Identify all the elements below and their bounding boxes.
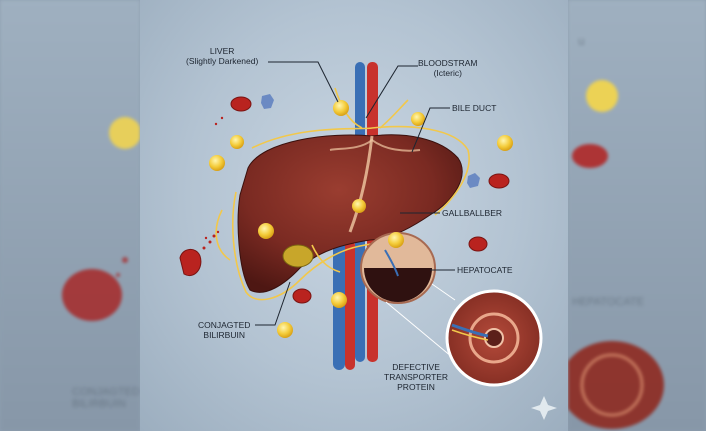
blurred-background-right: u HEPATOCATE — [568, 0, 706, 431]
red-blood-cell-icon — [572, 144, 608, 168]
transporter-channel — [451, 323, 489, 338]
label-bloodstream-line2: (Icteric) — [433, 68, 462, 78]
red-blood-cell-icon — [292, 288, 312, 304]
bilirubin-molecule-icon — [352, 199, 366, 213]
label-hepatocyte: HEPATOCATE — [457, 265, 513, 275]
bilirubin-molecules — [209, 100, 513, 338]
bilirubin-molecule-icon — [209, 155, 225, 171]
label-conjugated-line2: BILIRBUIN — [203, 330, 245, 340]
ruptured-red-blood-cell — [179, 249, 202, 276]
cell-fragment — [261, 94, 274, 109]
conjugated-leader — [255, 281, 291, 326]
label-transporter-line1: DEFECTIVE — [392, 362, 440, 372]
liver-ligament — [348, 135, 374, 233]
hepatic-artery — [345, 240, 355, 370]
bilirubin-molecule-icon — [230, 135, 244, 149]
label-conjugated-bilirubin: CONJAGTED BILIRBUIN — [198, 320, 250, 340]
transporter-zoom-inset — [445, 289, 543, 387]
bilirubin-molecule-icon — [331, 292, 347, 308]
bilirubin-molecule-icon — [258, 223, 274, 239]
bilirubin-molecule-icon — [333, 100, 349, 116]
label-transporter-line2: TRANSPORTER — [384, 372, 449, 382]
transporter-bile-flow — [451, 329, 489, 341]
label-liver: LIVER (Slightly Darkened) — [186, 46, 258, 66]
red-blood-cells — [179, 96, 510, 304]
hepatocyte-vessel — [384, 249, 399, 277]
liver-leader — [268, 61, 339, 103]
background-left-art — [62, 117, 140, 321]
cell-fragment — [467, 173, 480, 188]
blood-drop — [116, 273, 120, 277]
bile-duct-leader — [411, 107, 450, 153]
ghost-label-left-line2: BILIRBUIN — [72, 398, 126, 410]
blood-droplets — [202, 116, 224, 250]
red-blood-cell-icon — [230, 96, 252, 112]
bilirubin-molecule-icon — [277, 322, 293, 338]
blood-drop — [122, 257, 128, 263]
red-blood-cell-icon — [488, 173, 510, 189]
label-conjugated-line1: CONJAGTED — [198, 320, 251, 330]
blurred-background-left: CONJAGTED BILIRBUIN — [0, 0, 140, 431]
background-right-art: u — [568, 34, 664, 429]
bilirubin-molecule-icon — [411, 112, 425, 126]
label-bile-duct: BILE DUCT — [452, 103, 497, 113]
ghost-label-right: HEPATOCATE — [572, 296, 644, 308]
hepatocyte-cell — [360, 232, 436, 304]
label-bloodstream-line1: BLOODSTRAM — [418, 58, 478, 68]
zoom-connector — [431, 283, 456, 301]
red-blood-cell-icon — [62, 269, 122, 321]
ghost-label-left: CONJAGTED BILIRBUIN — [72, 386, 140, 410]
bilirubin-molecule-icon — [388, 232, 404, 248]
ghost-label-left-line1: CONJAGTED — [72, 386, 140, 398]
sparkle-icon — [531, 396, 557, 420]
label-gallbladder: GALLBALLBER — [442, 208, 503, 218]
label-bloodstream: BLOODSTRAM (Icteric) — [418, 58, 478, 78]
hepatocyte-cytoplasm — [364, 268, 432, 302]
transporter-ring — [468, 312, 520, 364]
bilirubin-molecule-icon — [497, 135, 513, 151]
bilirubin-molecule-icon — [109, 117, 140, 149]
bilirubin-molecule-icon — [586, 80, 618, 112]
bloodstream-leader — [365, 65, 418, 119]
label-leader-lines — [255, 61, 455, 326]
label-liver-line2: (Slightly Darkened) — [186, 56, 259, 66]
ghost-glyph: u — [578, 34, 585, 48]
red-blood-cell-icon — [468, 236, 488, 252]
label-transporter-line3: PROTEIN — [397, 382, 435, 392]
gallbladder — [282, 244, 314, 268]
label-liver-line1: LIVER — [209, 46, 235, 56]
hepatocyte-blur-ring — [580, 353, 644, 417]
label-defective-transporter: DEFECTIVE TRANSPORTER PROTEIN — [384, 362, 448, 392]
transporter-pore — [484, 328, 504, 348]
liver-vessel-branches — [329, 138, 421, 152]
